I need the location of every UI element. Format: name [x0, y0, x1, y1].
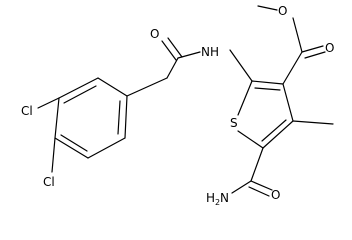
bond-ar6-ar1	[54, 97, 60, 139]
bond-ester-co-2	[304, 51, 326, 59]
atom-labels: Cl Cl O NH O O S O H 2 N	[21, 4, 334, 207]
atom-amide-o: O	[150, 27, 159, 41]
bond-thio-c2-c3	[251, 80, 284, 85]
atom-ester-carbonyl-o: O	[325, 41, 334, 55]
bond-carboxamide-c-n	[231, 180, 252, 194]
bond-thio-c4-c5	[262, 120, 294, 149]
atom-s: S	[230, 116, 238, 130]
bond-carboxamide-co-1	[250, 180, 273, 191]
bond-ar-inner-3	[60, 134, 88, 152]
bond-lines	[37, 5, 334, 197]
bond-c5-amide-c	[250, 147, 264, 182]
bond-thio-c3-c4	[282, 83, 294, 122]
bond-ar-inner-1	[63, 85, 97, 104]
atom-amine-n: N	[220, 191, 229, 205]
bond-ar4-ar5	[87, 137, 126, 159]
bond-ar1-cl-top	[37, 97, 60, 109]
atom-cl-top: Cl	[21, 104, 33, 118]
bond-thio-c5-s	[237, 130, 264, 149]
chemical-structure: Cl Cl O NH O O S O H 2 N	[21, 4, 334, 207]
bond-ester-c-oring	[292, 17, 303, 53]
atom-ester-o: O	[278, 4, 287, 18]
bond-ar3-ch2	[126, 77, 168, 97]
bond-carboxamide-co-2	[248, 186, 270, 197]
bond-ester-co-1	[301, 45, 324, 53]
bond-ar-inner-2	[117, 100, 121, 135]
bond-thio-c4-c5-inner	[261, 119, 287, 142]
bond-ar6-cl-bottom	[51, 137, 56, 173]
atom-nh: NH	[201, 45, 219, 59]
atom-carboxamide-o: O	[271, 188, 280, 202]
bond-ester-o-ch3	[257, 5, 278, 11]
bond-amide-co-1	[161, 40, 177, 61]
atom-cl-bottom: Cl	[43, 175, 55, 189]
bond-amide-co-2	[167, 37, 183, 58]
bond-thio-c2-c3-inner	[254, 87, 281, 91]
atom-amine-h-subscript: 2	[215, 198, 220, 207]
bond-thio-s-c2	[237, 80, 253, 116]
bond-ar5-ar6	[54, 137, 89, 159]
bond-ar3-ar4	[124, 95, 128, 139]
bond-c3-ester-c	[282, 51, 303, 85]
bond-ar1-ar2	[58, 77, 99, 99]
bond-co-nh	[177, 51, 201, 59]
bond-ar2-ar3	[97, 77, 128, 97]
bond-ch2-co	[166, 57, 179, 79]
bond-nh-thio	[229, 49, 253, 82]
bond-c4-methyl	[292, 120, 334, 125]
atom-amine-h: H	[206, 191, 215, 205]
